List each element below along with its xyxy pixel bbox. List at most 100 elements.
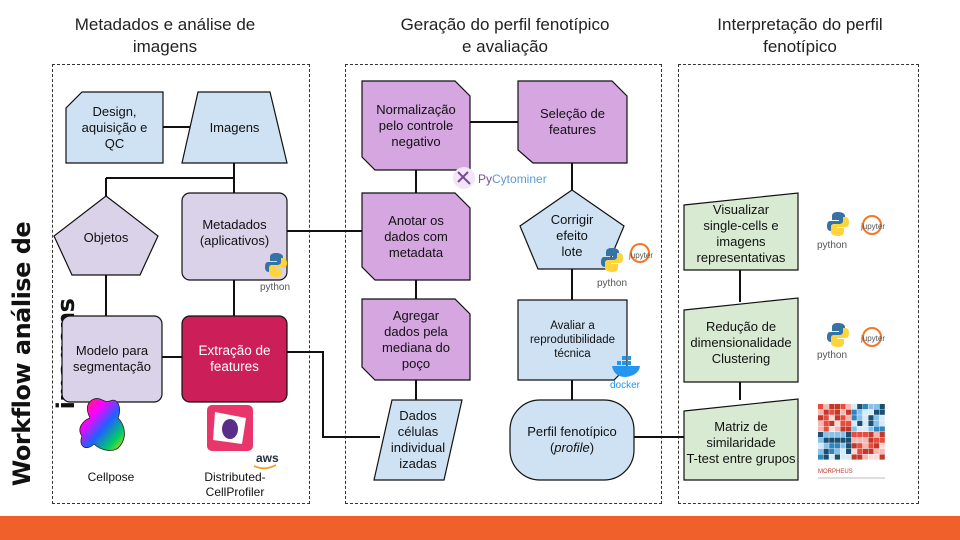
morpheus-cell <box>851 454 857 460</box>
morpheus-cell <box>879 426 885 432</box>
morpheus-cell <box>823 420 829 426</box>
morpheus-cell <box>874 404 880 410</box>
cellpose-icon <box>79 398 125 451</box>
morpheus-cell <box>840 409 846 415</box>
morpheus-cell <box>829 420 835 426</box>
morpheus-cell <box>834 415 840 421</box>
morpheus-cell <box>862 420 868 426</box>
morpheus-cell <box>857 426 863 432</box>
morpheus-cell <box>834 432 840 438</box>
node-perfil <box>509 399 635 481</box>
morpheus-cell <box>862 443 868 449</box>
morpheus-cell <box>857 443 863 449</box>
node-dados <box>373 399 463 481</box>
morpheus-cell <box>829 404 835 410</box>
python-text-1: python <box>260 282 290 293</box>
morpheus-cell <box>818 443 824 449</box>
header-geracao-perfil: Geração do perfil fenotípico e avaliação <box>400 15 610 56</box>
morpheus-cell <box>823 437 829 443</box>
morpheus-cell <box>823 443 829 449</box>
jupyter-icon-3: jupyter <box>860 327 885 347</box>
nodes <box>53 80 799 481</box>
node-agregar <box>361 298 471 381</box>
morpheus-cell <box>840 426 846 432</box>
morpheus-cell <box>818 448 824 454</box>
morpheus-cell <box>846 409 852 415</box>
node-corrigir <box>519 189 625 270</box>
morpheus-cell <box>874 432 880 438</box>
morpheus-cell <box>829 432 835 438</box>
edge-extracao-dados <box>287 351 380 438</box>
bottom-accent-bar <box>0 516 960 540</box>
jupyter-icon-2: jupyter <box>860 215 885 235</box>
morpheus-cell <box>846 437 852 443</box>
morpheus-cell <box>846 426 852 432</box>
morpheus-cell <box>829 448 835 454</box>
morpheus-cell <box>862 454 868 460</box>
morpheus-cell <box>868 454 874 460</box>
morpheus-cell <box>879 415 885 421</box>
morpheus-cell <box>818 415 824 421</box>
morpheus-cell <box>874 409 880 415</box>
morpheus-cell <box>879 443 885 449</box>
morpheus-cell <box>868 448 874 454</box>
caption-distributed-cellprofiler: Distributed- CellProfiler <box>204 470 266 499</box>
frame-column-2 <box>345 64 662 504</box>
morpheus-cell <box>829 437 835 443</box>
node-avaliar <box>517 299 628 381</box>
svg-text:jupyter: jupyter <box>628 251 653 260</box>
morpheus-cell <box>834 426 840 432</box>
morpheus-cell <box>834 443 840 449</box>
morpheus-cell <box>840 448 846 454</box>
morpheus-cell <box>829 426 835 432</box>
morpheus-cell <box>818 409 824 415</box>
morpheus-cell <box>840 443 846 449</box>
morpheus-cell <box>851 404 857 410</box>
svg-text:PyCytominer: PyCytominer <box>478 172 547 186</box>
morpheus-cell <box>874 415 880 421</box>
morpheus-cell <box>851 448 857 454</box>
morpheus-cell <box>879 432 885 438</box>
morpheus-cell <box>851 415 857 421</box>
morpheus-cell <box>834 404 840 410</box>
morpheus-cell <box>829 443 835 449</box>
morpheus-cell <box>851 437 857 443</box>
morpheus-cell <box>846 448 852 454</box>
morpheus-cell <box>834 409 840 415</box>
morpheus-cell <box>851 432 857 438</box>
morpheus-cell <box>818 432 824 438</box>
header-metadados: Metadados e análise de imagens <box>74 15 256 56</box>
node-anotar <box>361 192 471 281</box>
svg-text:jupyter: jupyter <box>860 222 885 231</box>
morpheus-cell <box>818 420 824 426</box>
morpheus-cell <box>818 437 824 443</box>
morpheus-cell <box>868 432 874 438</box>
morpheus-cell <box>829 409 835 415</box>
morpheus-cell <box>857 454 863 460</box>
morpheus-cell <box>857 415 863 421</box>
morpheus-cell <box>840 404 846 410</box>
node-metadados <box>181 192 288 281</box>
morpheus-cell <box>851 443 857 449</box>
pycytominer-icon: PyCytominer <box>453 167 547 189</box>
morpheus-cell <box>857 409 863 415</box>
morpheus-cell <box>851 409 857 415</box>
morpheus-cell <box>868 420 874 426</box>
morpheus-cell <box>840 454 846 460</box>
svg-text:jupyter: jupyter <box>860 334 885 343</box>
morpheus-cell <box>857 404 863 410</box>
morpheus-cell <box>874 448 880 454</box>
node-design <box>65 91 164 164</box>
morpheus-cell <box>868 443 874 449</box>
distributed-cellprofiler-icon <box>207 405 253 451</box>
morpheus-cell <box>846 420 852 426</box>
morpheus-cell <box>874 420 880 426</box>
node-modelo <box>61 315 163 403</box>
morpheus-cell <box>879 437 885 443</box>
morpheus-cell <box>857 432 863 438</box>
frame-column-1 <box>52 64 310 504</box>
node-matriz <box>683 398 799 481</box>
node-selecao <box>517 80 628 164</box>
python-icon-4 <box>827 323 849 347</box>
morpheus-cell <box>846 415 852 421</box>
